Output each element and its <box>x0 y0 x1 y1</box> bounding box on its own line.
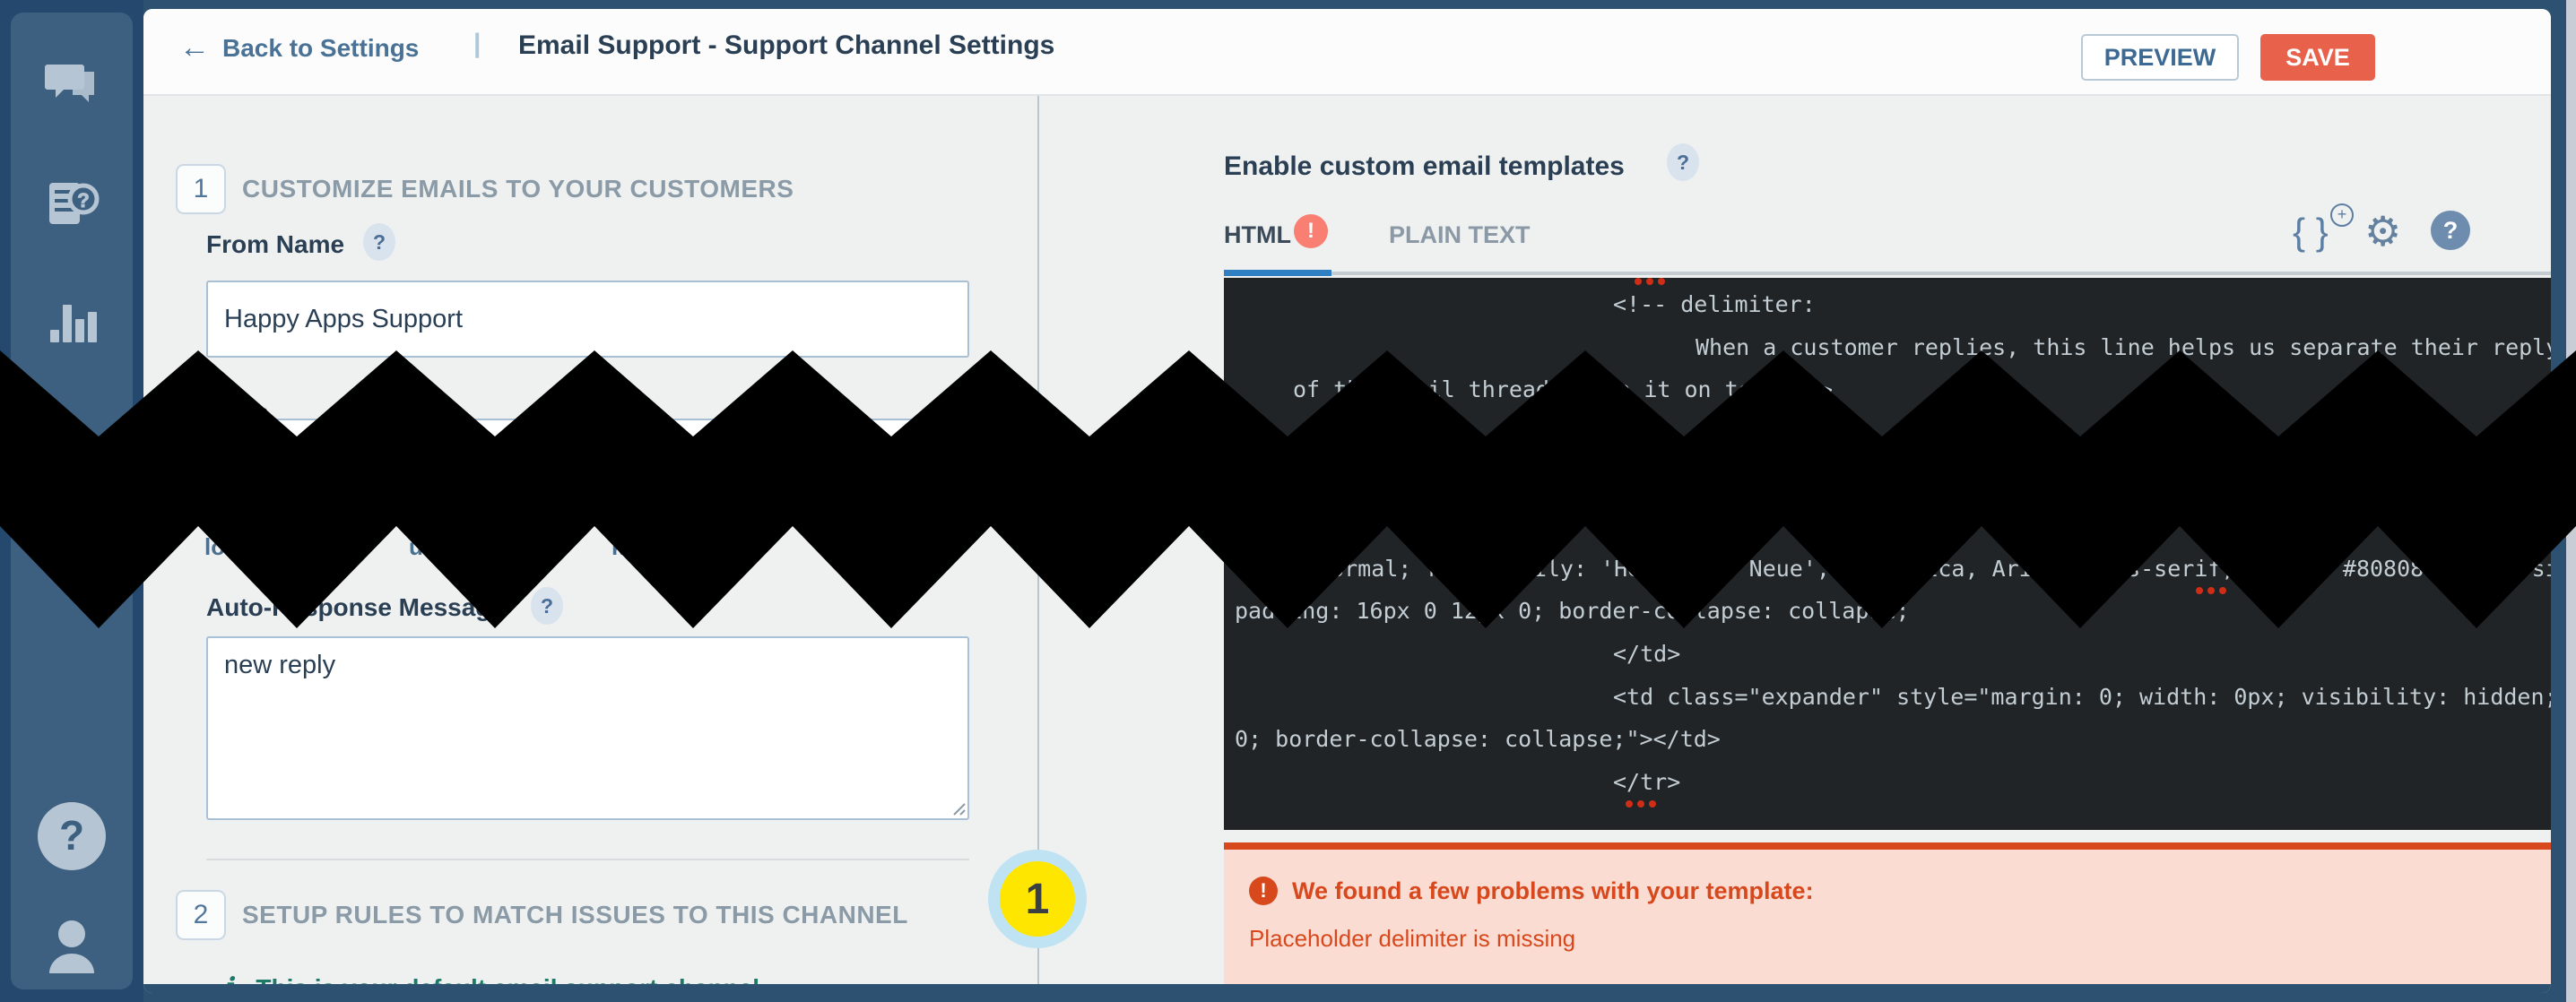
page-title: Email Support - Support Channel Settings <box>518 30 1055 60</box>
section-1-number: 1 <box>176 164 226 214</box>
from-name-help-icon[interactable]: ? <box>363 223 395 261</box>
template-error-title: ! We found a few problems with your temp… <box>1249 877 1814 905</box>
window-right-edge <box>2566 0 2576 1002</box>
back-label: Back to Settings <box>222 33 420 62</box>
spellcheck-squiggle <box>1626 800 1656 808</box>
error-title-text: We found a few problems with your templa… <box>1292 877 1814 904</box>
insert-placeholder-icon[interactable]: { } <box>2293 211 2329 253</box>
card-bottom-edge <box>143 984 2551 993</box>
html-template-editor[interactable]: <!-- delimiter: When a customer replies,… <box>1224 278 2551 830</box>
html-error-badge-icon: ! <box>1294 214 1328 248</box>
enable-templates-label: Enable custom email templates <box>1224 151 1625 181</box>
section-divider <box>206 859 969 860</box>
auto-response-label: Auto-Response Message <box>206 593 505 621</box>
conversations-icon[interactable] <box>11 59 133 111</box>
section-2-title: SETUP RULES TO MATCH ISSUES TO THIS CHAN… <box>242 901 908 929</box>
textarea-resize-handle[interactable] <box>947 797 967 816</box>
section-2-number: 2 <box>176 890 226 940</box>
app-sidebar: ? ? <box>0 0 143 1002</box>
preview-button[interactable]: PREVIEW <box>2081 34 2239 81</box>
auto-response-textarea[interactable]: new reply <box>206 636 969 820</box>
code-line: padding: 16px 0 12px 0; border-collapse:… <box>1235 598 1910 624</box>
code-line: </tr> <box>1613 769 1681 795</box>
insert-placeholder-plus-icon: + <box>2330 203 2354 227</box>
code-line: </td> <box>1613 641 1681 667</box>
code-line: <!-- delimiter: <box>1613 291 1816 317</box>
from-email-input[interactable] <box>206 419 969 496</box>
code-line: <td class="expander" style="margin: 0; w… <box>1613 684 2551 710</box>
knowledge-base-icon[interactable]: ? <box>11 176 133 231</box>
email-template-panel: Enable custom email templates ? YES HTML… <box>1039 96 2551 993</box>
customize-emails-panel: 1 CUSTOMIZE EMAILS TO YOUR CUSTOMERS Fro… <box>143 96 1039 993</box>
tab-plain-text[interactable]: PLAIN TEXT <box>1389 221 1531 248</box>
auto-response-help-icon[interactable]: ? <box>531 587 563 625</box>
hint-fragment: lo <box>204 533 226 560</box>
reports-icon[interactable] <box>11 298 133 346</box>
svg-text:?: ? <box>77 189 89 212</box>
code-line: normal; font-family: 'Helvetica Neue', H… <box>1317 556 2551 582</box>
help-icon[interactable]: ? <box>11 801 133 871</box>
enable-templates-help-icon[interactable]: ? <box>1667 143 1699 181</box>
annotation-badge-value: 1 <box>1000 861 1075 937</box>
header-separator: | <box>473 29 481 58</box>
spellcheck-squiggle <box>2196 587 2226 594</box>
tab-baseline <box>1331 272 2551 275</box>
code-line: of the email thread. Keep it on top. --> <box>1293 376 1834 402</box>
template-error-detail: Placeholder delimiter is missing <box>1249 925 1576 952</box>
sidebar-rail: ? ? <box>11 13 133 989</box>
spellcheck-squiggle <box>1635 278 1665 285</box>
code-line: When a customer replies, this line helps… <box>1696 334 2551 360</box>
info-icon: i <box>226 972 237 993</box>
back-to-settings-link[interactable]: ← Back to Settings <box>179 30 419 65</box>
active-tab-indicator <box>1224 270 1331 276</box>
svg-text:?: ? <box>59 812 84 859</box>
tab-html[interactable]: HTML <box>1224 221 1291 248</box>
from-name-label: From Name <box>206 230 345 258</box>
code-line: 0; border-collapse: collapse;"></td> <box>1235 726 1721 752</box>
hint-fragment: ur <box>409 533 432 560</box>
editor-help-icon[interactable]: ? <box>2431 211 2470 250</box>
annotation-badge-1: 1 <box>988 850 1087 948</box>
section-1-title: CUSTOMIZE EMAILS TO YOUR CUSTOMERS <box>242 175 794 203</box>
hint-fragment: ke <box>611 533 637 560</box>
template-error-panel: ! We found a few problems with your temp… <box>1224 842 2551 986</box>
page-header: ← Back to Settings | Email Support - Sup… <box>143 9 2551 96</box>
error-exclamation-icon: ! <box>1249 877 1278 905</box>
back-arrow-icon: ← <box>179 30 210 65</box>
save-button[interactable]: SAVE <box>2260 34 2375 81</box>
editor-settings-gear-icon[interactable]: ⚙ <box>2364 208 2402 255</box>
from-name-input[interactable] <box>206 281 969 358</box>
profile-icon[interactable] <box>11 918 133 977</box>
settings-card: ← Back to Settings | Email Support - Sup… <box>143 9 2551 993</box>
